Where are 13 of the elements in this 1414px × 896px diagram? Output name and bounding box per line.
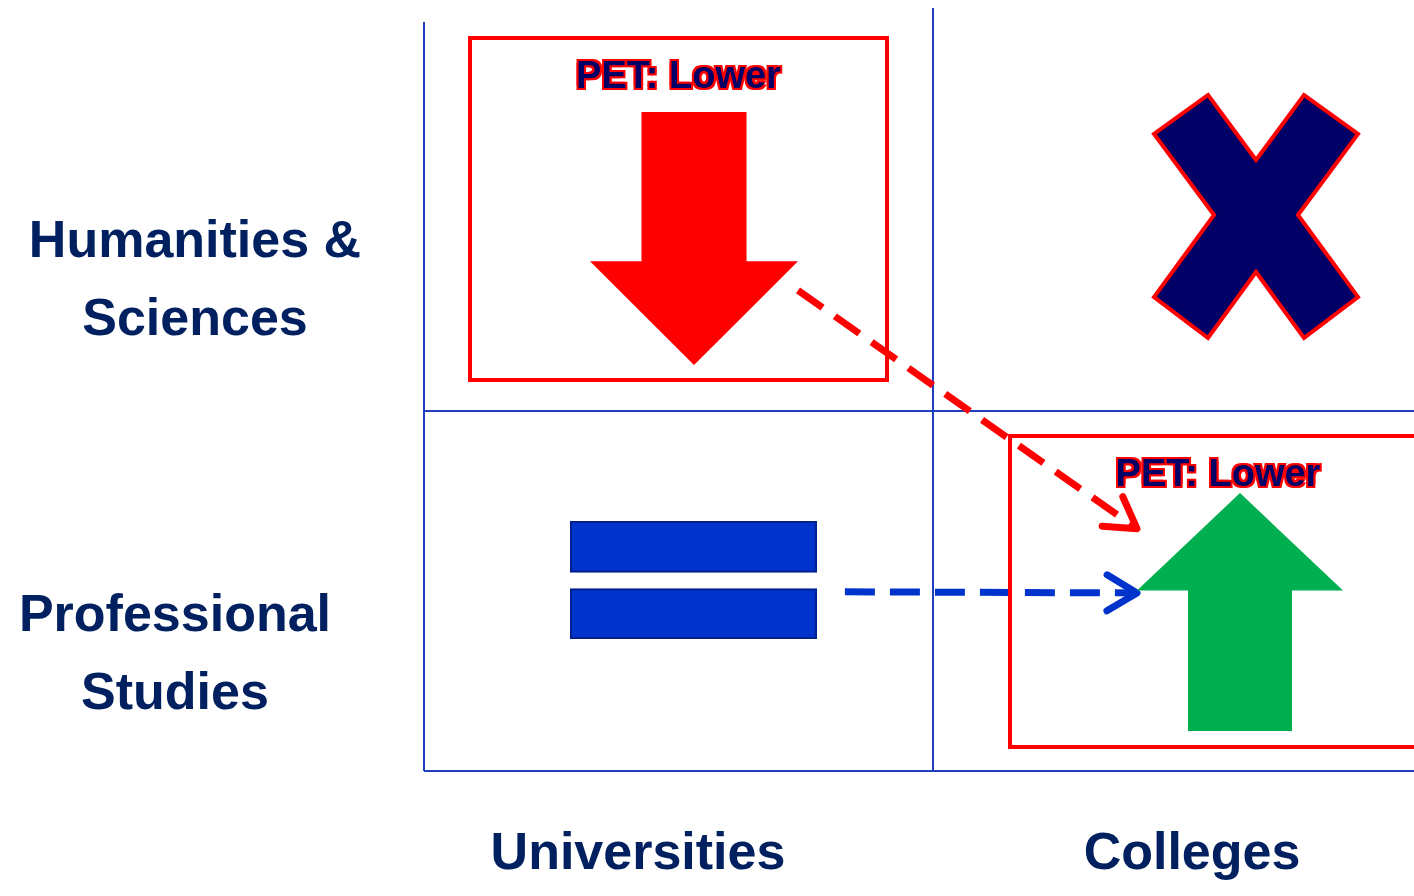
column-label: Universities (489, 821, 787, 882)
outline-box (468, 36, 889, 382)
row-label: Professional Studies (17, 583, 333, 722)
outline-box (1008, 434, 1414, 749)
dashed-arrow (796, 287, 1141, 533)
box-heading: PET: Lower (576, 54, 781, 97)
equals-icon (570, 521, 817, 639)
column-label: Colleges (1082, 821, 1302, 882)
row-label: Humanities & Sciences (27, 209, 363, 348)
down-arrow-icon (590, 112, 798, 365)
dashed-arrow (844, 571, 1141, 615)
box-heading: PET: Lower (1115, 452, 1321, 495)
up-arrow-icon (1137, 493, 1343, 731)
